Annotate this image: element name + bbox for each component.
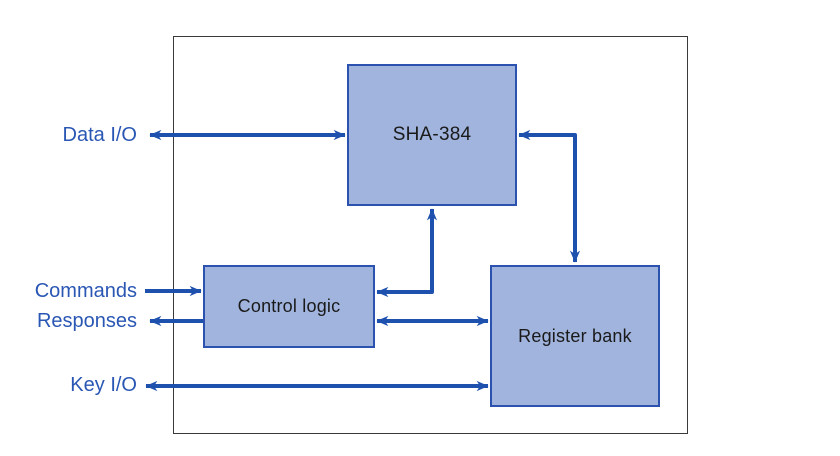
block-register-bank: Register bank [490, 265, 660, 407]
chip-boundary [173, 36, 688, 434]
io-label-data-io: Data I/O [62, 124, 137, 146]
block-register-bank-label: Register bank [518, 325, 632, 346]
block-control-logic-label: Control logic [237, 296, 341, 316]
io-label-key-io: Key I/O [70, 374, 137, 396]
block-sha384-label: SHA-384 [392, 124, 472, 145]
block-sha384: SHA-384 [347, 64, 517, 206]
block-control-logic: Control logic [203, 265, 375, 348]
io-label-responses: Responses [36, 310, 137, 332]
io-label-commands: Commands [34, 280, 137, 302]
